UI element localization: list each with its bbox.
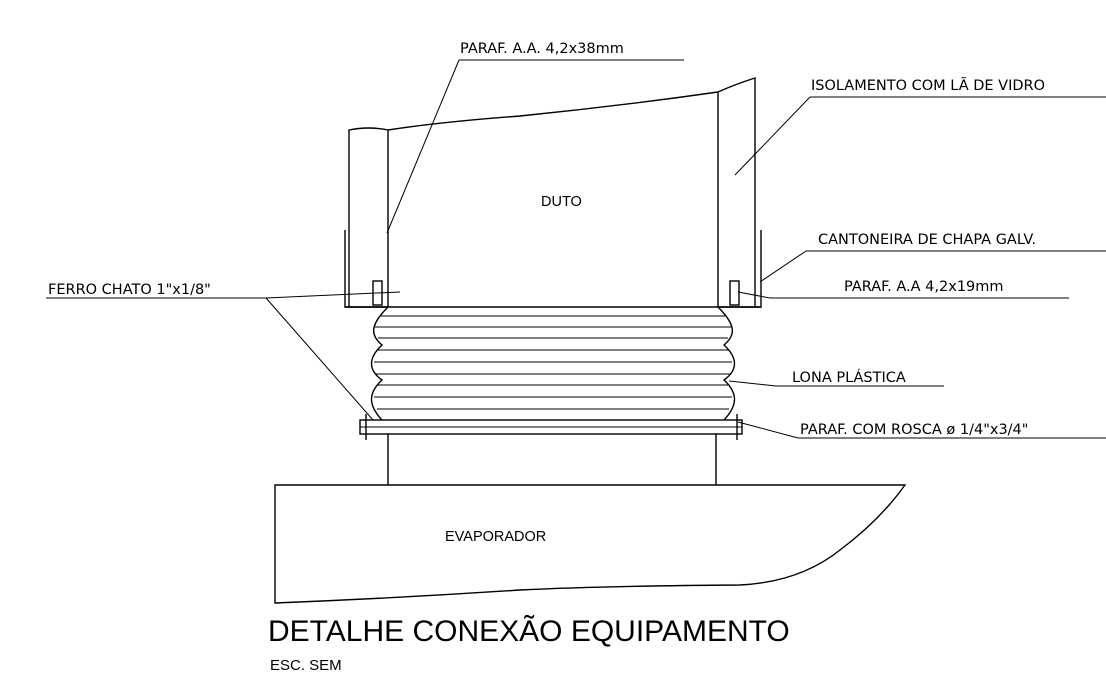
flexible-connection	[359, 306, 743, 485]
label-paraf-rosca: PARAF. COM ROSCA ø 1/4"x3/4"	[800, 422, 1028, 438]
bellows-left-profile	[370, 306, 389, 421]
label-paraf-38mm: PARAF. A.A. 4,2x38mm	[460, 41, 624, 57]
drawing-title: DETALHE CONEXÃO EQUIPAMENTO	[268, 614, 790, 648]
label-ferro-chato: FERRO CHATO 1"x1/8"	[48, 282, 211, 298]
right-screw	[729, 280, 740, 306]
label-lona-plastica: LONA PLÁSTICA	[792, 369, 906, 386]
bellows-ribs	[374, 315, 732, 410]
duct-top-edge	[387, 91, 719, 131]
bellows-right-profile	[717, 306, 736, 421]
duct	[344, 77, 762, 308]
leader-lines	[46, 59, 1106, 439]
label-duto: DUTO	[541, 194, 582, 210]
lower-bolts	[365, 414, 738, 440]
label-paraf-19mm: PARAF. A.A 4,2x19mm	[844, 279, 1004, 295]
label-evaporador: EVAPORADOR	[445, 529, 546, 545]
label-cantoneira: CANTONEIRA DE CHAPA GALV.	[818, 232, 1036, 248]
right-insulation	[717, 77, 756, 307]
drawing-scale: ESC. SEM	[270, 657, 342, 674]
label-isolamento: ISOLAMENTO COM LÃ DE VIDRO	[811, 77, 1045, 94]
evaporator-body	[274, 484, 907, 604]
left-insulation	[348, 127, 389, 307]
